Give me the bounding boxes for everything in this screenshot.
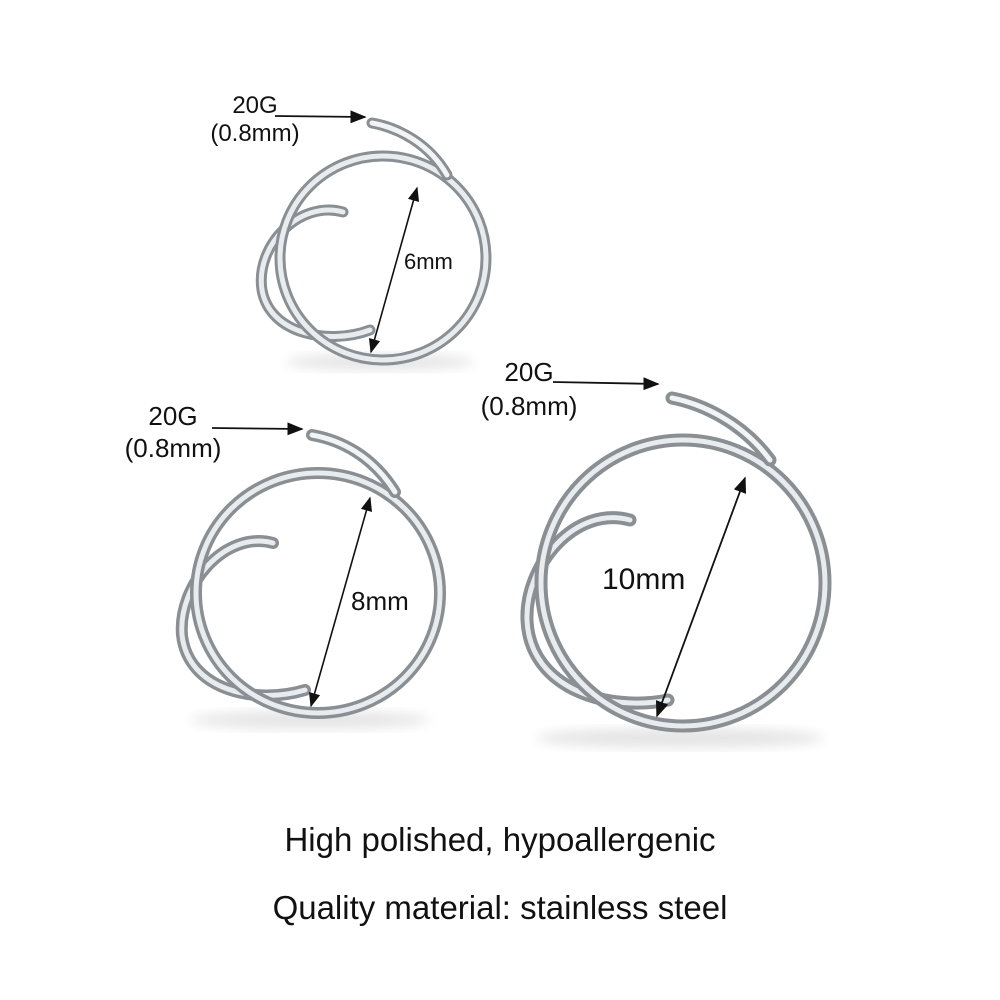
ring-large-diameter: 10mm [601, 563, 687, 596]
ring-medium-gauge-mm: (0.8mm) [124, 433, 222, 463]
ring-medium-diameter-label: 8mm [350, 586, 410, 617]
ring-small-gauge-label: 20G (0.8mm) [204, 92, 306, 148]
ring-medium-gauge-label: 20G (0.8mm) [108, 400, 238, 464]
ring-medium-diameter-arrow [308, 496, 373, 708]
ring-large [520, 377, 832, 748]
caption-line-1: High polished, hypoallergenic [284, 821, 716, 858]
ring-small-gauge-mm: (0.8mm) [210, 120, 300, 147]
ring-large-gauge-arrow [552, 377, 660, 391]
ring-small [255, 110, 492, 370]
ring-large-gauge-mm: (0.8mm) [480, 391, 578, 421]
ring-medium-gauge-arrow [211, 422, 304, 436]
ring-medium-gauge: 20G [148, 401, 198, 431]
ring-small-diameter: 6mm [403, 249, 454, 274]
ring-medium [175, 422, 446, 729]
ring-large-diameter-label: 10mm [601, 563, 687, 597]
ring-small-gauge: 20G [232, 92, 278, 119]
ring-small-diameter-arrow [368, 186, 420, 354]
caption-line-2: Quality material: stainless steel [272, 889, 728, 926]
ring-large-gauge-label: 20G (0.8mm) [468, 355, 590, 423]
ring-medium-diameter: 8mm [350, 586, 410, 616]
ring-large-gauge: 20G [504, 357, 554, 387]
ring-small-diameter-label: 6mm [403, 249, 454, 275]
ring-large-diameter-arrow [655, 476, 747, 718]
ring-small-gauge-arrow [274, 110, 367, 124]
